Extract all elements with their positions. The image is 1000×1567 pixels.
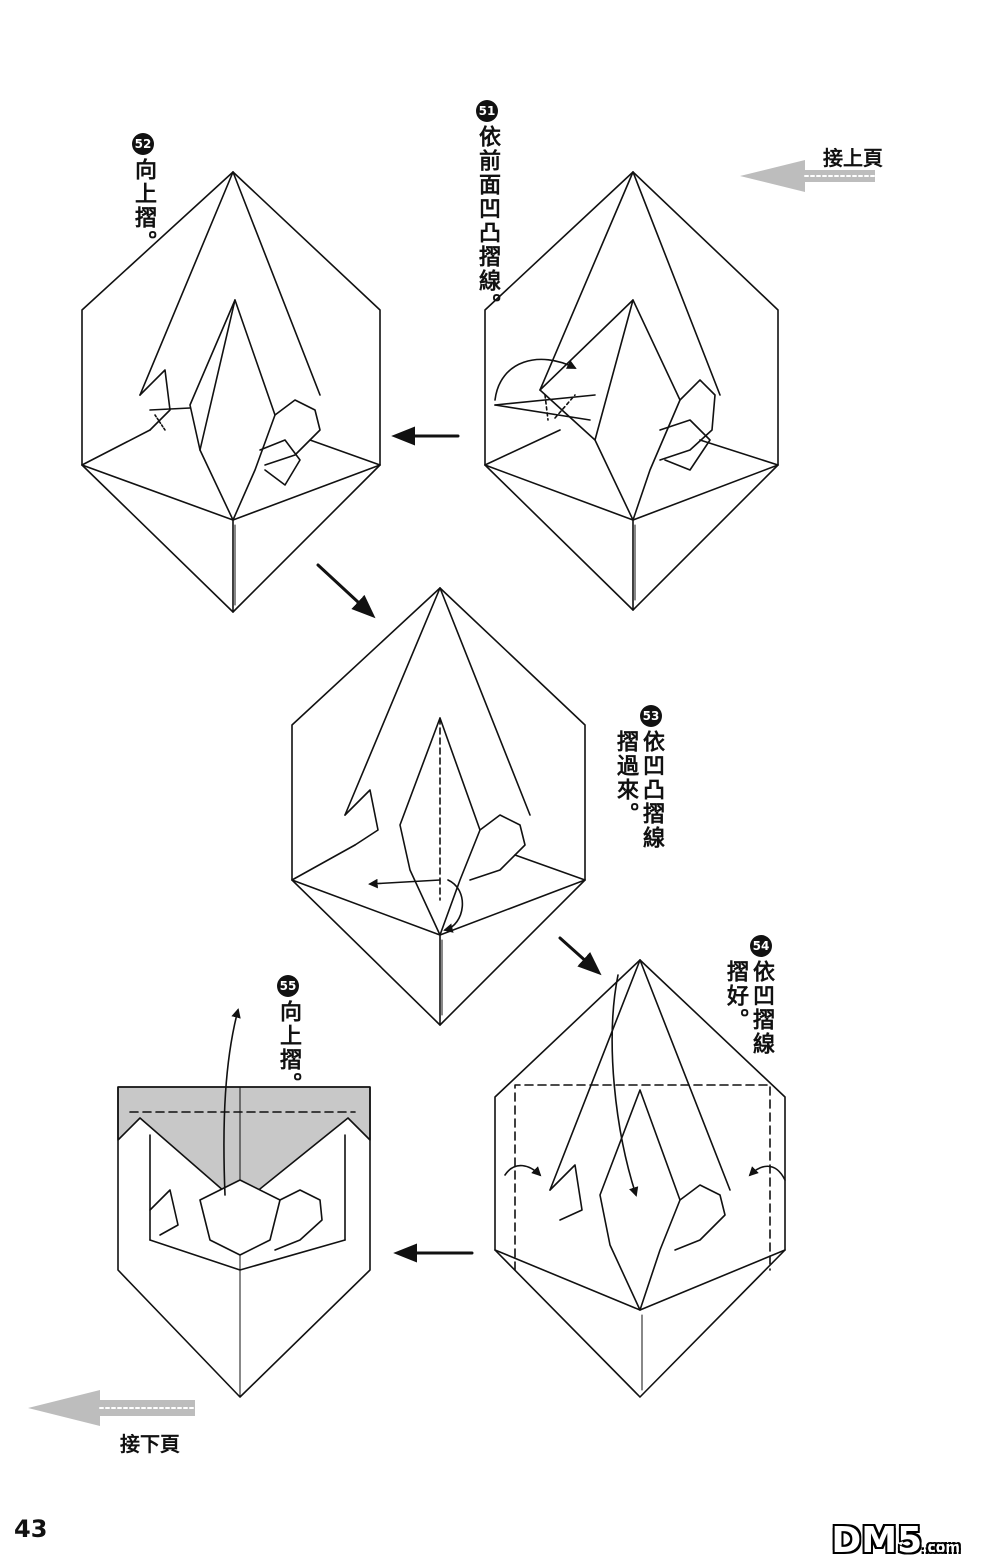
step-53-number-visible: 53 [640, 705, 662, 727]
step-55-number: 55 [277, 975, 299, 997]
step-54-text: 依凹摺線 [749, 960, 774, 1056]
step-53-text-2: 摺過來。 [613, 730, 638, 826]
step-51-figure [484, 171, 779, 611]
step-54-text-2: 摺好。 [723, 960, 748, 1032]
step-52-figure [81, 171, 381, 613]
step-51-number: 51 [476, 100, 498, 122]
watermark-main: DM5 [831, 1520, 923, 1561]
step-54-label-col1: 54 依凹摺線 [748, 935, 774, 1056]
nav-arrow-from-previous [740, 160, 876, 192]
step-54-label: 摺好。 [722, 935, 748, 1032]
step-54-number: 54 [750, 935, 772, 957]
step-52-label: 52 向上摺。 [130, 133, 156, 254]
flow-arrows [316, 426, 602, 1263]
step-53-text: 依凹凸摺線 [639, 730, 664, 850]
step-54-figure [494, 959, 786, 1398]
watermark-logo: DM5.com [831, 1520, 960, 1561]
step-53-label-col1: 53 依凹凸摺線 [638, 705, 664, 850]
step-52-text: 向上摺。 [131, 158, 156, 254]
nav-arrow-to-next [28, 1390, 196, 1426]
step-53-label: 53摺過來。 [612, 705, 638, 826]
continue-from-label: 接上頁 [823, 146, 883, 170]
step-53-figure [291, 587, 586, 1026]
page-number: 43 [14, 1515, 48, 1543]
watermark-suffix: .com [922, 1540, 960, 1556]
step-51-text: 依前面凹凸摺線。 [475, 125, 500, 317]
step-51-label: 51 依前面凹凸摺線。 [474, 100, 500, 317]
continue-to-label: 接下頁 [120, 1432, 180, 1456]
step-52-number: 52 [132, 133, 154, 155]
step-55-label: 55 向上摺。 [275, 975, 301, 1096]
step-55-text: 向上摺。 [276, 1000, 301, 1096]
step-55-figure [117, 1008, 371, 1398]
